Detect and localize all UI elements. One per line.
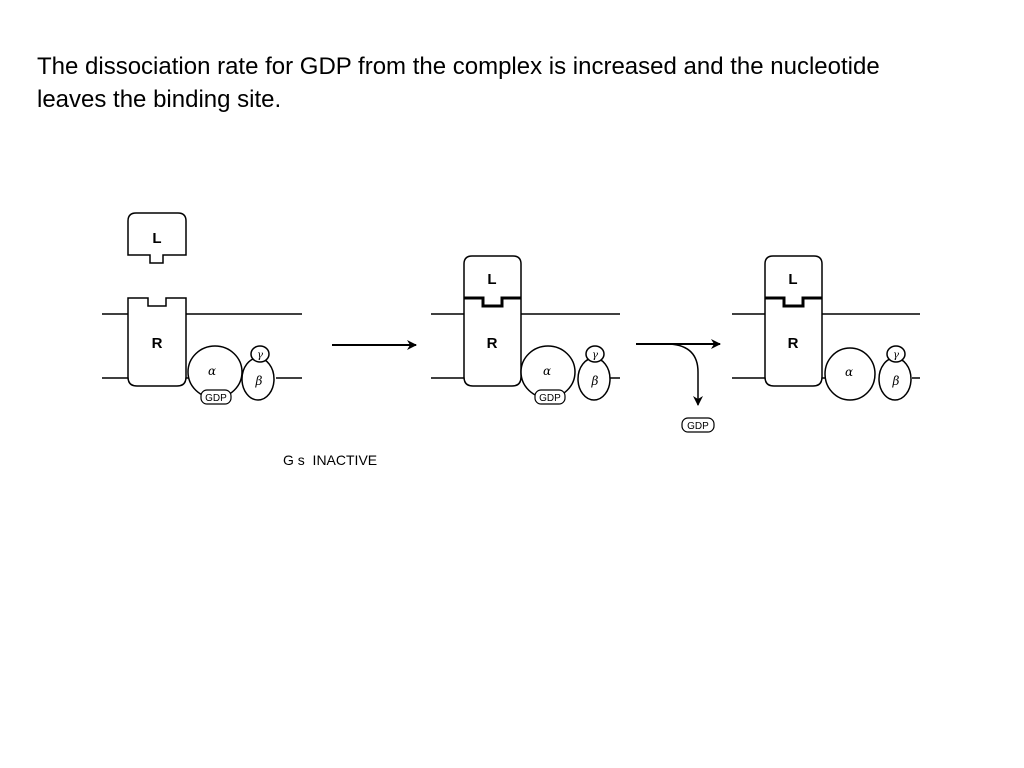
state-caption: G s INACTIVE xyxy=(283,452,377,468)
slide-caption: The dissociation rate for GDP from the c… xyxy=(37,53,880,113)
alpha-label: α xyxy=(208,364,216,378)
alpha-label: α xyxy=(845,365,853,379)
ligand: L xyxy=(127,212,187,264)
panel-3: L R α β γ xyxy=(732,255,920,401)
gprotein-beta: β xyxy=(241,357,275,401)
gamma-label: γ xyxy=(257,350,263,361)
beta-label: β xyxy=(255,374,263,388)
receptor-label: R xyxy=(487,335,498,352)
gdp-label: GDP xyxy=(539,393,561,404)
alpha-label: α xyxy=(543,364,551,378)
beta-label: β xyxy=(591,374,599,388)
gamma-label: γ xyxy=(893,350,899,361)
receptor-label: R xyxy=(152,335,163,352)
ligand-receptor-complex: L R xyxy=(463,255,522,387)
release-arrow xyxy=(636,339,721,406)
gprotein-gamma: γ xyxy=(250,345,270,363)
gprotein-alpha: α xyxy=(824,347,876,401)
beta-label: β xyxy=(892,374,900,388)
gprotein-beta: β xyxy=(577,357,611,401)
gprotein-alpha: α xyxy=(520,345,576,399)
ligand-receptor-complex: L R xyxy=(764,255,823,387)
gdp-label: GDP xyxy=(687,421,709,432)
receptor: R xyxy=(127,297,187,387)
gdp-label: GDP xyxy=(205,393,227,404)
released-gdp: GDP xyxy=(681,417,715,433)
gdp-tag: GDP xyxy=(534,389,566,405)
panel-1: L R α β γ GDP G s INACTIVE xyxy=(102,212,377,468)
ligand-label: L xyxy=(788,271,797,288)
ligand-label: L xyxy=(152,230,161,247)
gprotein-gamma: γ xyxy=(886,345,906,363)
gprotein-gamma: γ xyxy=(585,345,605,363)
gdp-tag: GDP xyxy=(200,389,232,405)
gprotein-beta: β xyxy=(878,357,912,401)
panel-2: L R α β γ GDP xyxy=(431,255,620,405)
gamma-label: γ xyxy=(592,350,598,361)
ligand-label: L xyxy=(487,271,496,288)
receptor-label: R xyxy=(788,335,799,352)
